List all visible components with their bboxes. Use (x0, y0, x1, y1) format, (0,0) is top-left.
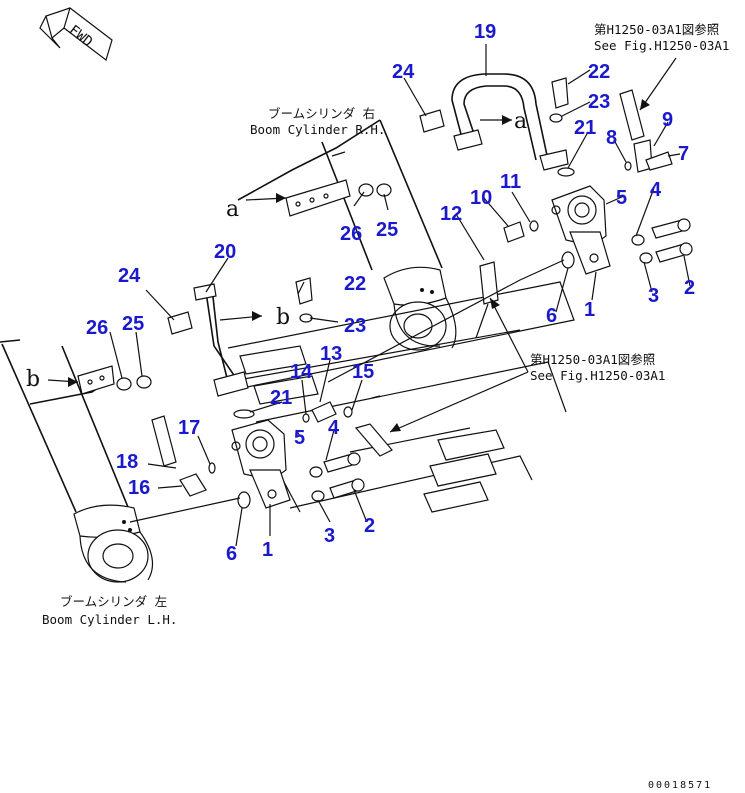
callout: 6 (546, 305, 557, 327)
callout: 11 (500, 171, 521, 193)
fwd-label: FWD (66, 22, 96, 50)
callout: 1 (262, 539, 273, 561)
callout: 8 (606, 127, 617, 149)
callout: 7 (678, 143, 689, 165)
callout: 22 (344, 273, 366, 295)
caption-boom-lh-en: Boom Cylinder L.H. (42, 612, 177, 627)
callout: 23 (588, 91, 610, 113)
caption-boom-rh-en: Boom Cylinder R.H. (250, 122, 385, 137)
valve-assembly-lower (116, 277, 393, 509)
frame-outline (227, 281, 575, 513)
callout: 2 (364, 515, 375, 537)
valve-assembly-upper (358, 77, 693, 339)
callout: 15 (352, 361, 374, 383)
callout: 22 (588, 61, 610, 83)
callout: 21 (270, 387, 292, 409)
boom-cylinder-rh (237, 119, 457, 351)
caption-ref-top-jp: 第H1250-03A1図参照 (594, 22, 719, 37)
callout: 12 (440, 203, 462, 225)
callout: 9 (662, 109, 673, 131)
callout: 13 (320, 343, 342, 365)
callout: 24 (392, 61, 415, 83)
caption-ref-mid-en: See Fig.H1250-03A1 (530, 368, 665, 383)
view-letter-a-right: a (514, 109, 527, 134)
callout: 4 (328, 417, 340, 439)
leader-lines (47, 44, 691, 547)
callout-numbers: 19 24 22 23 21 8 9 7 11 10 12 5 4 26 25 … (86, 21, 695, 565)
caption-ref-mid-jp: 第H1250-03A1図参照 (530, 352, 655, 367)
callout: 1 (584, 299, 595, 321)
callout: 6 (226, 543, 237, 565)
callout: 19 (474, 21, 496, 43)
view-letter-a-left: a (226, 197, 239, 222)
callout: 25 (122, 313, 144, 335)
callout: 26 (86, 317, 108, 339)
callout: 25 (376, 219, 398, 241)
callout: 5 (294, 427, 305, 449)
callout: 23 (344, 315, 366, 337)
caption-boom-lh-jp: ブームシリンダ 左 (60, 594, 167, 609)
callout: 24 (118, 265, 141, 287)
fwd-direction-badge: FWD (39, 6, 113, 62)
callout: 5 (616, 187, 627, 209)
callout: 21 (574, 117, 596, 139)
caption-boom-rh-jp: ブームシリンダ 右 (268, 106, 375, 121)
pipe-20 (193, 283, 249, 397)
callout: 18 (116, 451, 138, 473)
callout: 16 (128, 477, 150, 499)
callout: 20 (214, 241, 236, 263)
callout: 10 (470, 187, 492, 209)
drawing-code: 00018571 (648, 780, 712, 791)
callout: 3 (324, 525, 335, 547)
boom-cylinder-lh (0, 339, 154, 583)
callout: 2 (684, 277, 695, 299)
view-letter-b-right: b (276, 305, 290, 330)
view-letter-b-left: b (26, 367, 40, 392)
callout: 14 (290, 361, 313, 383)
callout: 3 (648, 285, 659, 307)
callout: 26 (340, 223, 362, 245)
pipe-19 (451, 73, 569, 171)
caption-ref-top-en: See Fig.H1250-03A1 (594, 38, 729, 53)
callout: 17 (178, 417, 200, 439)
callout: 4 (650, 179, 662, 201)
